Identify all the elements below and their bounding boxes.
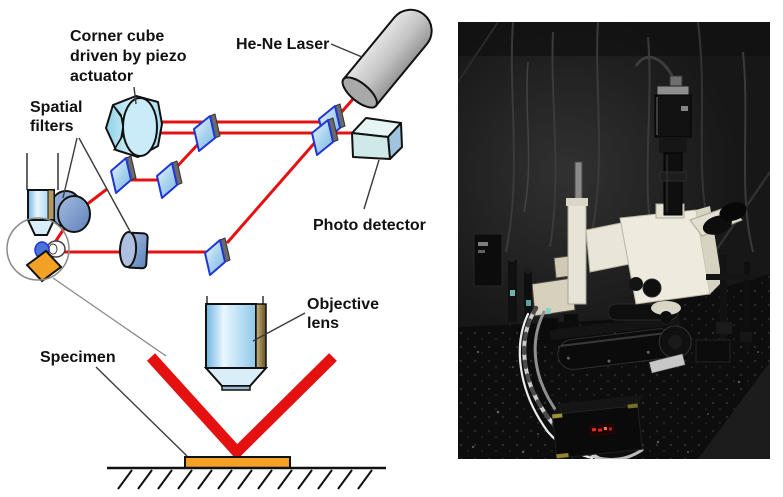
label-specimen: Specimen — [40, 349, 116, 366]
splitter-left — [110, 155, 137, 194]
camera-ring — [656, 85, 690, 96]
focused-beam-v — [146, 353, 337, 460]
objective-body — [205, 303, 257, 369]
laser-body — [342, 8, 433, 108]
post — [524, 272, 532, 324]
label-corner-cube-1: Corner cube — [70, 28, 164, 45]
table-edge-highlight — [698, 362, 770, 459]
splitter-lower — [204, 237, 231, 276]
camera-body — [654, 94, 692, 138]
white-plate — [648, 353, 686, 374]
center-cylinder-assembly — [549, 314, 692, 371]
corner-cube — [105, 95, 163, 158]
focus-knob — [629, 277, 643, 291]
objective-cone — [203, 367, 269, 387]
mid-right-box — [695, 339, 731, 363]
focus-ring-inner — [48, 243, 58, 255]
ground-hatching — [107, 466, 386, 490]
cream-box — [531, 277, 576, 317]
diagram-labels: Corner cube driven by piezo actuator He-… — [30, 28, 426, 366]
mini-objective-cone — [26, 219, 56, 236]
detector-front — [351, 132, 391, 160]
camera-tube — [663, 152, 683, 216]
pointer-spatial-filter-1 — [62, 137, 78, 199]
focus-knob — [642, 278, 662, 298]
binocular-eyepieces — [702, 201, 747, 235]
spatial-filter-disc — [49, 190, 91, 233]
label-objective-2: lens — [307, 315, 339, 332]
nosepiece — [651, 301, 681, 315]
magnifier-circle — [6, 217, 70, 281]
cable-connector — [669, 75, 683, 87]
label-spatial-2: filters — [30, 118, 74, 135]
lab-setup-photo — [458, 22, 770, 459]
label-objective-1: Objective — [307, 296, 379, 313]
label-laser: He-Ne Laser — [236, 36, 329, 53]
specimen-diamond — [25, 249, 63, 283]
pointer-spatial-filter-2 — [78, 137, 132, 234]
magnifier-link-line — [52, 277, 167, 357]
objective-tip — [221, 385, 251, 391]
he-ne-laser-tube — [341, 8, 433, 109]
objective-lens-large — [203, 296, 269, 391]
pointer-laser — [330, 43, 363, 58]
label-spatial-1: Spatial — [30, 99, 82, 116]
led-display — [589, 423, 615, 437]
splitter-upper-mid — [193, 113, 221, 152]
drape-top-shadow — [458, 22, 770, 56]
optical-setup-diagram: Corner cube driven by piezo actuator He-… — [6, 8, 433, 490]
pointer-photo-detector — [363, 159, 380, 210]
right-posts — [695, 254, 756, 363]
laser-end-cap — [341, 76, 378, 109]
specimen-bar — [184, 456, 291, 469]
laser-beam-paths — [40, 90, 362, 460]
label-photo-detector: Photo detector — [313, 217, 426, 234]
spatial-filter-cylinder — [118, 231, 149, 270]
mini-objective-assembly — [6, 153, 70, 283]
controller-box — [551, 394, 645, 459]
mini-objective-stripe — [47, 189, 55, 221]
microscope — [566, 161, 747, 323]
left-black-slab — [473, 233, 503, 287]
ccd-camera — [634, 55, 692, 216]
pointer-corner-cube — [133, 86, 137, 105]
label-pointer-lines — [52, 43, 380, 457]
pointer-specimen — [95, 366, 188, 457]
beam-splitters — [110, 103, 346, 276]
label-corner-cube-2: driven by piezo — [70, 48, 187, 65]
photo-detector-box — [351, 117, 403, 160]
splitter-pair-lower — [311, 117, 339, 156]
white-post — [567, 203, 587, 305]
corner-cube-face — [122, 97, 158, 157]
label-corner-cube-3: actuator — [70, 68, 133, 85]
pointer-objective — [252, 312, 306, 342]
splitter-mid-left — [156, 160, 183, 199]
